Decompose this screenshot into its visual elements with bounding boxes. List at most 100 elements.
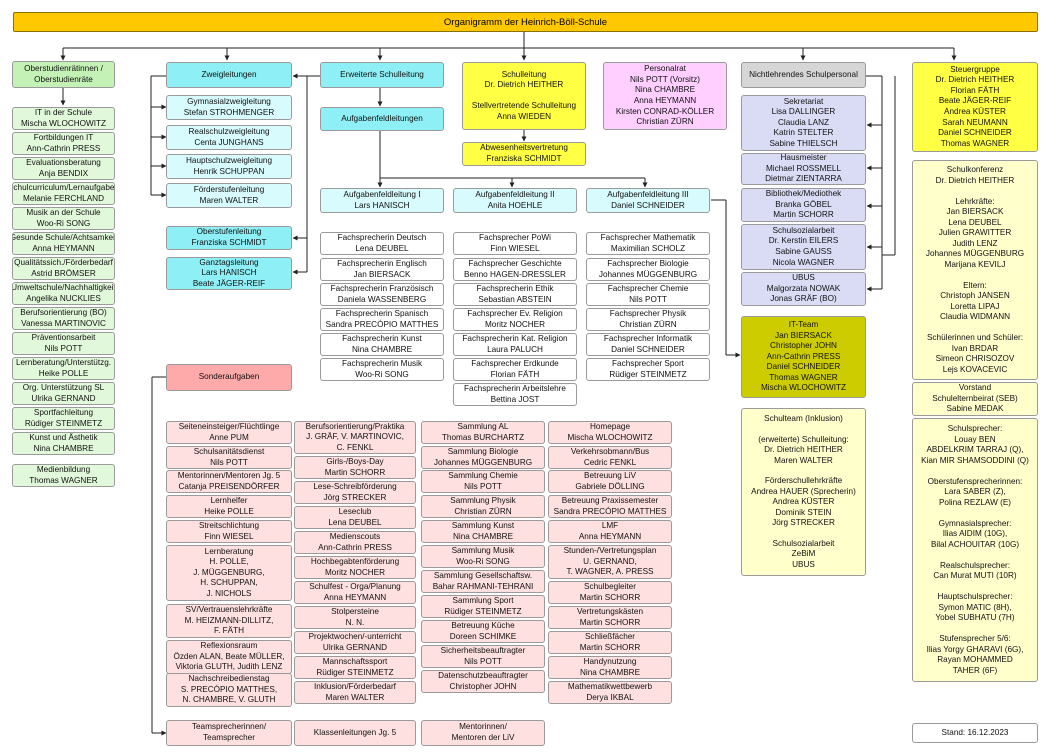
box-line: Projektwochen/-unterricht [308, 631, 402, 641]
box-line: Dr. Dietrich HEITHER [935, 75, 1015, 85]
box-line: Nachschreibedienstag [188, 674, 270, 684]
box-line [974, 466, 976, 477]
box-line: Gymnasialsprecher: [938, 518, 1012, 528]
box-line: T. WAGNER, A. PRESS [566, 567, 654, 577]
box-line: Aufgabenfeldleitung II [475, 189, 555, 199]
box-line: Berufsorientierung (BO) [20, 307, 107, 317]
box-line: Sammlung AL [457, 421, 509, 431]
box-line: Lernberatung/Unterstützg. [15, 357, 112, 367]
box-line: LMF [601, 520, 619, 530]
box-line: Finn WIESEL [490, 243, 540, 253]
box-line: Homepage [589, 421, 631, 431]
box-line: Laura PALUCH [487, 344, 543, 354]
box-line: Sammlung Gesellschaftsw. [433, 570, 533, 580]
box-sonderaufgaben: Sonderaufgaben [166, 364, 292, 391]
box-line: Ann-Cathrin PRESS [766, 351, 841, 361]
box-line: Anne PUM [209, 432, 249, 442]
box-line: Verkehrsobmann/Bus [570, 446, 650, 456]
box-line: SV/Vertrauenslehrkräfte [185, 605, 273, 615]
box-line: Betreuung Praxissemester [561, 495, 659, 505]
box-line: Vorstand [958, 383, 992, 393]
box-line [974, 270, 976, 281]
box-line: Mentorinnen/ [459, 722, 507, 732]
box-line: Rüdiger STEINMETZ [24, 418, 103, 428]
box-line [974, 323, 976, 334]
box-line: Nina CHAMBRE [33, 443, 94, 453]
box-line: Jörg STRECKER [772, 518, 835, 528]
box-line: Thomas WAGNER [769, 372, 838, 382]
box-line: Musik an der Schule [26, 207, 101, 217]
box-line: Erweiterte Schulleitung [340, 69, 424, 79]
box-line: Hochbegabtenförderung [310, 556, 400, 566]
box-line: Dr. Dietrich HEITHER [935, 175, 1015, 185]
box-line: Martin SCHORR [579, 592, 641, 602]
box-line: Christian ZÜRN [454, 506, 512, 516]
box-line: Henrik SCHUPPAN [193, 166, 265, 176]
box-line: Rayan MOHAMMED [937, 655, 1013, 664]
box-line: Fachsprecherin Arbeitslehre [464, 383, 566, 393]
box-line: Lena DEUBEL [355, 243, 409, 253]
box-line: Schulteam (Inklusion) [764, 413, 843, 423]
box-line: Fachsprecher Sport [612, 358, 684, 368]
box-line: Fachsprecherin Spanisch [335, 308, 429, 318]
box-line: Nina CHAMBRE [634, 85, 696, 95]
box-line: Fachsprecher Physik [609, 308, 687, 318]
page-title-text: Organigramm der Heinrich-Böll-Schule [443, 16, 608, 28]
box-line: Malgorzata NOWAK [766, 283, 841, 293]
box-line [802, 466, 804, 476]
box-line: Mentorinnen/Mentoren Jg. 5 [177, 470, 281, 480]
box-line: F. FÄTH [213, 626, 245, 636]
box-line: Woo-Ri SONG [456, 556, 510, 566]
box-line: Aufgabenfeldleitungen [341, 113, 423, 123]
box-line: Christian ZÜRN [636, 117, 694, 127]
stand-text: Stand: 16.12.2023 [941, 727, 1009, 737]
box-line: Angelika NUCKLIES [26, 293, 101, 303]
box-line: Martin SCHORR [773, 210, 834, 220]
box-line: Jan BIERSACK [775, 330, 832, 340]
box-line: Mathematikwettbewerb [567, 681, 653, 691]
box-line: Jonas GRÄF (BO) [770, 294, 837, 304]
box-line: Daniela WASSENBERG [337, 294, 427, 304]
box-line: Nina CHAMBRE [579, 667, 641, 677]
box-line: Bilal ACHOUITAR (10G) [930, 539, 1020, 549]
box-line: M. HEIZMANN-DILLITZ, [184, 615, 274, 625]
box-line: Stellvertretende Schulleitung [471, 101, 577, 111]
box-line: Lisa DALLINGER [771, 107, 836, 117]
box-line: Sabine GAUSS [775, 247, 832, 256]
box-line: Lejs KOVACEVIC [942, 364, 1008, 374]
box-line: Heike POLLE [204, 506, 254, 516]
box-line: Schulsanitätsdienst [193, 446, 265, 456]
box-line: Marijana KEVILJ [944, 259, 1006, 269]
box-line: Stufensprecher 5/6: [939, 634, 1011, 643]
box-line: Sportfachleitung [33, 407, 94, 417]
box-line: Sandra PRECÓPIO MATTHES [553, 506, 667, 516]
box-line [802, 528, 804, 538]
box-line: Schulbegleiter [584, 581, 636, 591]
box-line: Lernberatung [204, 546, 254, 556]
box-line: Ivan BRDAR [951, 343, 999, 353]
box-line: Martin SCHORR [579, 617, 641, 627]
box-line: Streitschlichtung [198, 520, 260, 530]
box-line: Sammlung Musik [451, 545, 515, 555]
box-line: Michael ROSSMELL [765, 163, 842, 173]
